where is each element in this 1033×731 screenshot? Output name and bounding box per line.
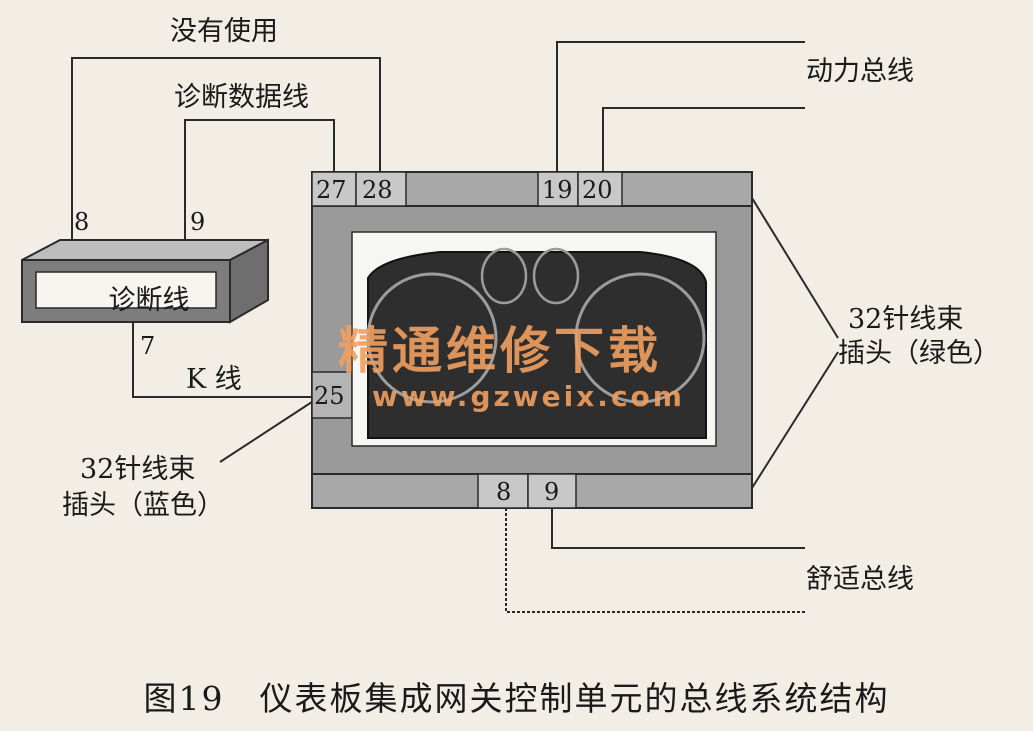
wire-not-used	[71, 57, 381, 240]
gateway-module	[311, 171, 753, 509]
wire-power-bus-1	[556, 41, 805, 172]
harness-blue-line1: 32针线束	[80, 454, 196, 485]
wire-power-bus-2	[602, 107, 805, 172]
label-diag-data-line: 诊断数据线	[174, 82, 309, 113]
pin-27: 27	[316, 176, 347, 204]
harness-blue-line2: 插头（蓝色）	[62, 490, 224, 521]
watermark-url: www.gzweix.com	[372, 380, 685, 413]
pin-20: 20	[582, 176, 613, 204]
pin-25: 25	[314, 382, 345, 410]
wire-diag-data	[184, 119, 335, 240]
harness-green-line1: 32针线束	[848, 304, 964, 335]
pin-8-diag: 8	[74, 208, 90, 236]
label-k-line: K 线	[186, 364, 242, 395]
watermark-title: 精通维修下载	[338, 322, 662, 380]
pointer-blue	[219, 397, 319, 463]
pin-8-module: 8	[496, 478, 512, 506]
figure-caption: 图19 仪表板集成网关控制单元的总线系统结构	[143, 679, 890, 718]
wire-comfort-bus-1	[551, 508, 805, 549]
pin-9-diag: 9	[190, 208, 206, 236]
pointer-green-bottom	[751, 351, 839, 489]
wire-comfort-bus-2	[505, 508, 805, 613]
wire-k-line	[132, 322, 312, 398]
label-not-used: 没有使用	[170, 16, 278, 47]
diagnostic-line-label: 诊断线	[108, 285, 190, 316]
wiring	[71, 41, 839, 613]
pin-28: 28	[362, 176, 393, 204]
diagnostic-connector	[21, 238, 269, 324]
pin-19: 19	[542, 176, 573, 204]
pin-9-module: 9	[544, 478, 560, 506]
harness-green-line2: 插头（绿色）	[838, 338, 1000, 369]
label-comfort-bus: 舒适总线	[806, 564, 914, 595]
pin-7-diag: 7	[140, 332, 156, 360]
label-power-bus: 动力总线	[806, 56, 914, 87]
pointer-green-top	[751, 197, 839, 339]
